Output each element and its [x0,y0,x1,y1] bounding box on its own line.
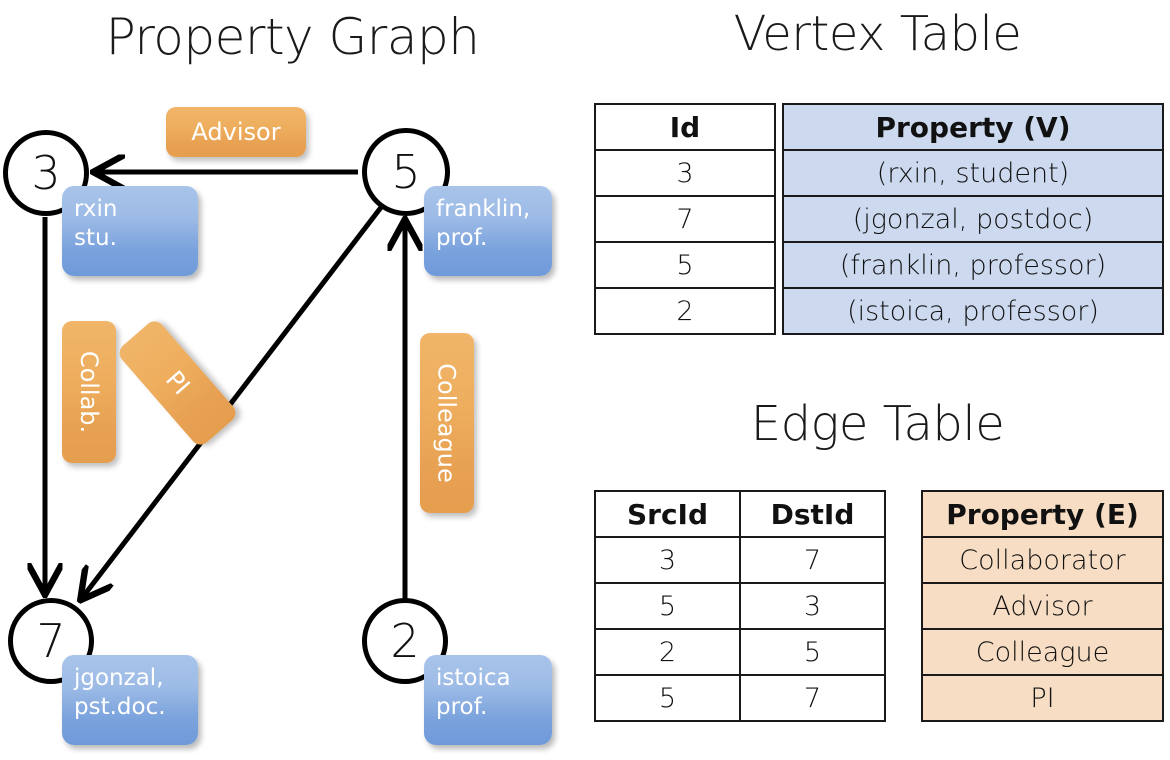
node-property-istoica-line2: prof. [436,693,488,720]
edge-property-cell: PI [921,674,1164,722]
vertex-table-header-id: Id [594,103,776,151]
edge-label-pi-text: PI [159,365,196,401]
table-row: 5 3 [594,582,886,630]
edge-table-header-dstid: DstId [739,490,886,538]
table-row: (franklin, professor) [782,241,1164,289]
node-property-rxin-line2: stu. [74,224,117,251]
table-row: (jgonzal, postdoc) [782,195,1164,243]
vertex-property-cell: (rxin, student) [782,149,1164,197]
graph-node-2-label: 2 [390,614,420,668]
node-property-box-jgonzal[interactable]: jgonzal, pst.doc. [62,655,198,745]
node-property-box-istoica[interactable]: istoica prof. [424,655,552,745]
table-row: 2 5 [594,628,886,676]
edge-table-header-srcid: SrcId [594,490,741,538]
vertex-table-id-column: Id 3 7 5 2 [594,103,776,335]
node-property-jgonzal-line1: jgonzal, [74,665,164,691]
edge-label-colleague[interactable]: Colleague [420,333,474,513]
table-row: 5 [594,241,776,289]
page-title-vertex-table: Vertex Table [733,6,1022,62]
table-row: 3 [594,149,776,197]
edge-label-colleague-text: Colleague [433,363,461,483]
edge-table-header-property: Property (E) [921,490,1164,538]
edge-srcid-cell: 2 [594,628,741,676]
vertex-id-cell: 5 [594,241,776,289]
edge-srcid-cell: 5 [594,582,741,630]
graph-node-7-label: 7 [36,614,66,668]
table-row: (rxin, student) [782,149,1164,197]
page-title-property-graph: Property Graph [105,8,480,66]
table-header-row: SrcId DstId [594,490,886,538]
edge-srcid-cell: 5 [594,674,741,722]
edge-property-cell: Advisor [921,582,1164,630]
node-property-istoica-line1: istoica [436,665,511,691]
node-property-box-rxin[interactable]: rxin stu. [62,186,198,276]
edge-property-cell: Colleague [921,628,1164,676]
edge-label-collab-text: Collab. [75,350,104,434]
edge-dstid-cell: 7 [739,674,886,722]
edge-table-property-column: Property (E) Collaborator Advisor Collea… [921,490,1164,722]
graph-edges-layer [0,0,585,760]
vertex-table-property-column: Property (V) (rxin, student) (jgonzal, p… [782,103,1164,335]
vertex-id-cell: 2 [594,287,776,335]
graph-node-5[interactable]: 5 [362,128,450,216]
table-row: 7 [594,195,776,243]
edge-dstid-cell: 3 [739,582,886,630]
page-title-edge-table: Edge Table [750,396,1005,452]
edge-srcid-cell: 3 [594,536,741,584]
node-property-jgonzal-line2: pst.doc. [74,693,166,720]
edge-property-cell: Collaborator [921,536,1164,584]
node-property-rxin-line1: rxin [74,196,118,222]
graph-node-2[interactable]: 2 [362,598,448,684]
edge-dstid-cell: 5 [739,628,886,676]
table-header-row: Id [594,103,776,151]
node-property-franklin-line1: franklin, [436,196,531,222]
table-row: Advisor [921,582,1164,630]
edge-table-id-columns: SrcId DstId 3 7 5 3 2 5 5 7 [594,490,886,722]
table-row: (istoica, professor) [782,287,1164,335]
edge-5-to-7 [82,204,384,598]
table-row: Collaborator [921,536,1164,584]
graph-node-3-label: 3 [31,146,61,200]
table-row: 3 7 [594,536,886,584]
vertex-table-header-property: Property (V) [782,103,1164,151]
edge-label-collab[interactable]: Collab. [62,321,116,463]
table-row: PI [921,674,1164,722]
edge-label-advisor[interactable]: Advisor [166,107,306,157]
table-row: 5 7 [594,674,886,722]
graph-node-5-label: 5 [391,145,421,199]
table-row: 2 [594,287,776,335]
node-property-franklin-line2: prof. [436,224,488,251]
vertex-id-cell: 3 [594,149,776,197]
table-row: Colleague [921,628,1164,676]
edge-label-advisor-text: Advisor [191,118,281,146]
node-property-box-franklin[interactable]: franklin, prof. [424,186,552,276]
vertex-property-cell: (jgonzal, postdoc) [782,195,1164,243]
vertex-property-cell: (istoica, professor) [782,287,1164,335]
property-graph-diagram: 3 5 7 2 rxin stu. franklin, prof. jgonza… [0,0,585,760]
edge-dstid-cell: 7 [739,536,886,584]
vertex-id-cell: 7 [594,195,776,243]
vertex-property-cell: (franklin, professor) [782,241,1164,289]
table-header-row: Property (E) [921,490,1164,538]
table-header-row: Property (V) [782,103,1164,151]
